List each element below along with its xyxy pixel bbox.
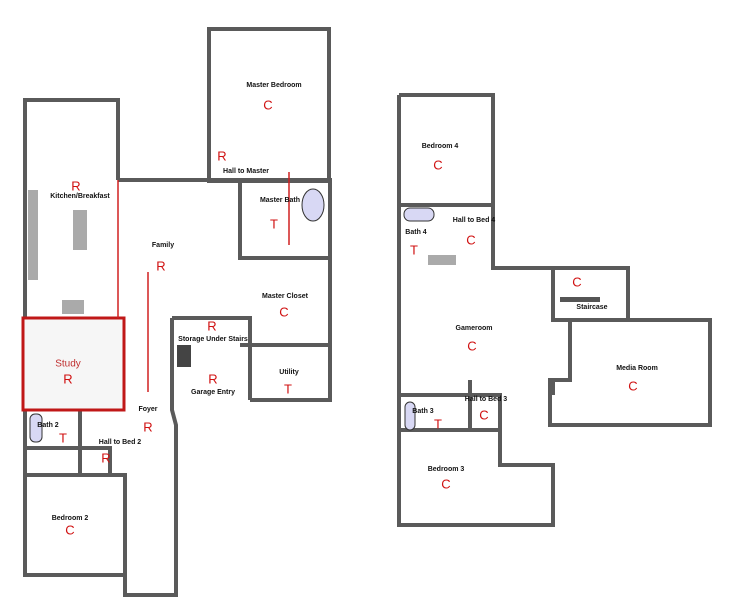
bathtub-icon <box>301 188 325 222</box>
room-label: Garage Entry <box>191 389 235 396</box>
room-label: Master Bath <box>259 197 301 204</box>
bathtub-icon <box>29 413 43 443</box>
room-code: R <box>156 258 166 274</box>
room-label: Storage Under Stairs <box>178 336 248 343</box>
room-label: Hall to Bed 4 <box>452 217 496 224</box>
room-label: Bedroom 4 <box>421 143 459 150</box>
room-label: Bedroom 2 <box>51 515 89 522</box>
room-label: Media Room <box>616 365 658 372</box>
room-label: Hall to Bed 2 <box>98 439 142 446</box>
room-label: Family <box>151 242 175 249</box>
room-label: Bath 3 <box>412 408 434 415</box>
dimension-arrows <box>117 172 290 392</box>
room-code: T <box>434 416 442 432</box>
room-code: C <box>279 304 289 320</box>
room-code: C <box>263 97 273 113</box>
room-label: Bath 4 <box>405 229 427 236</box>
study-highlight <box>21 316 126 412</box>
room-code: C <box>572 274 582 290</box>
room-code: T <box>410 242 418 258</box>
room-label: Hall to Bed 3 <box>464 396 508 403</box>
room-code: C <box>65 522 75 538</box>
room-label: Utility <box>279 369 299 376</box>
bathtub-icon <box>404 401 416 431</box>
room-code: T <box>270 216 278 232</box>
bathtub-icon <box>403 207 435 222</box>
room-label: Hall to Master <box>223 168 269 175</box>
room-code: C <box>466 232 476 248</box>
room-code: C <box>441 476 451 492</box>
room-code: T <box>59 430 67 446</box>
room-label: Bedroom 3 <box>427 466 465 473</box>
room-label: Master Closet <box>262 293 308 300</box>
room-code: R <box>208 371 218 387</box>
room-code: C <box>433 157 443 173</box>
room-label: Kitchen/Breakfast <box>50 193 110 200</box>
room-code: R <box>207 318 217 334</box>
room-label: Bath 2 <box>37 422 59 429</box>
room-label: Staircase <box>576 304 608 311</box>
room-label: Foyer <box>138 406 158 413</box>
wall-floor1 <box>23 98 332 597</box>
room-code: R <box>101 450 111 466</box>
room-code: T <box>284 381 292 397</box>
wall-floor2 <box>397 93 712 527</box>
room-code: C <box>467 338 477 354</box>
room-code: R <box>63 371 73 387</box>
room-code: C <box>628 378 638 394</box>
room-label: Master Bedroom <box>246 82 302 89</box>
room-code: C <box>479 407 489 423</box>
room-label: Gameroom <box>455 325 493 332</box>
room-code: R <box>71 178 81 194</box>
room-code: R <box>217 148 227 164</box>
room-label: Study <box>55 358 81 370</box>
fixtures <box>28 190 600 367</box>
room-code: R <box>143 419 153 435</box>
